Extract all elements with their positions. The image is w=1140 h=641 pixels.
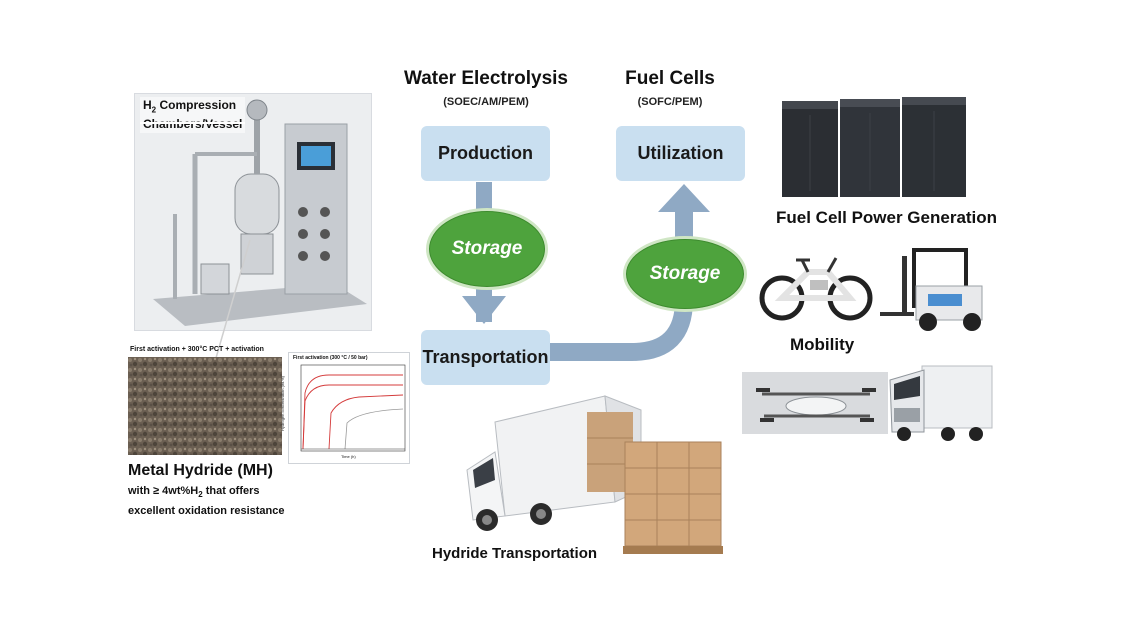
hydride-truck-photo [465, 392, 725, 562]
storage-ellipse-left: Storage [426, 208, 548, 290]
truck-illustration [466, 395, 723, 554]
mh-desc-a: with ≥ 4wt%H [128, 485, 199, 497]
mh-desc-line2: excellent oxidation resistance [128, 505, 285, 518]
production-box: Production [421, 126, 550, 181]
fuelcells-subtitle: (SOFC/PEM) [637, 96, 703, 108]
metal-hydride-description: with ≥ 4wt%H2 that offers excellent oxid… [128, 483, 285, 519]
forklift-photo [880, 246, 996, 336]
evtol-illustration [742, 372, 888, 434]
plot-ylabel: Hydrogen concentration (wt.%) [279, 376, 285, 431]
plot-curves [300, 364, 406, 452]
e-bike-photo [758, 252, 876, 326]
mh-desc-b: that offers [202, 485, 260, 497]
activation-caption: First activation + 300°C PCT + activatio… [130, 346, 264, 353]
metal-hydride-powder-photo [128, 357, 282, 455]
fuel-cell-cabinets-photo [778, 95, 974, 199]
bike-illustration [759, 257, 873, 321]
metal-hydride-title: Metal Hydride (MH) [128, 462, 273, 479]
power-generation-label: Fuel Cell Power Generation [776, 208, 998, 227]
pointer-lines [140, 122, 251, 359]
apparatus-label-sub: 2 [151, 105, 157, 115]
electrolysis-subtitle: (SOEC/AM/PEM) [443, 96, 529, 108]
cabinets-illustration [782, 97, 966, 197]
apparatus-label-line2: Chambers/Vessel [143, 117, 243, 132]
hydride-transportation-label: Hydride Transportation [432, 545, 598, 562]
apparatus-label-rest: Compression [156, 98, 237, 112]
plot-xlabel: Time (h) [341, 454, 356, 459]
plot-title: First activation (300 °C / 50 bar) [293, 355, 368, 361]
transportation-box: Transportation [421, 330, 550, 385]
utilization-box: Utilization [616, 126, 745, 181]
apparatus-label-h: H [143, 98, 152, 112]
powder-texture [128, 357, 282, 455]
semi-truck-illustration [889, 365, 993, 441]
electrolysis-title: Water Electrolysis [403, 68, 569, 89]
fuelcells-title: Fuel Cells [625, 68, 715, 89]
activation-plot: First activation (300 °C / 50 bar) Hydro… [280, 352, 410, 464]
apparatus-label: H2 Compression Chambers/Vessel [140, 97, 246, 134]
evtol-photo [742, 372, 888, 434]
mobility-label: Mobility [790, 335, 855, 354]
storage-ellipse-right: Storage [623, 236, 747, 312]
mh-desc-sub: 2 [198, 490, 203, 500]
fuel-cell-truck-photo [888, 360, 994, 442]
forklift-illustration [880, 248, 983, 331]
